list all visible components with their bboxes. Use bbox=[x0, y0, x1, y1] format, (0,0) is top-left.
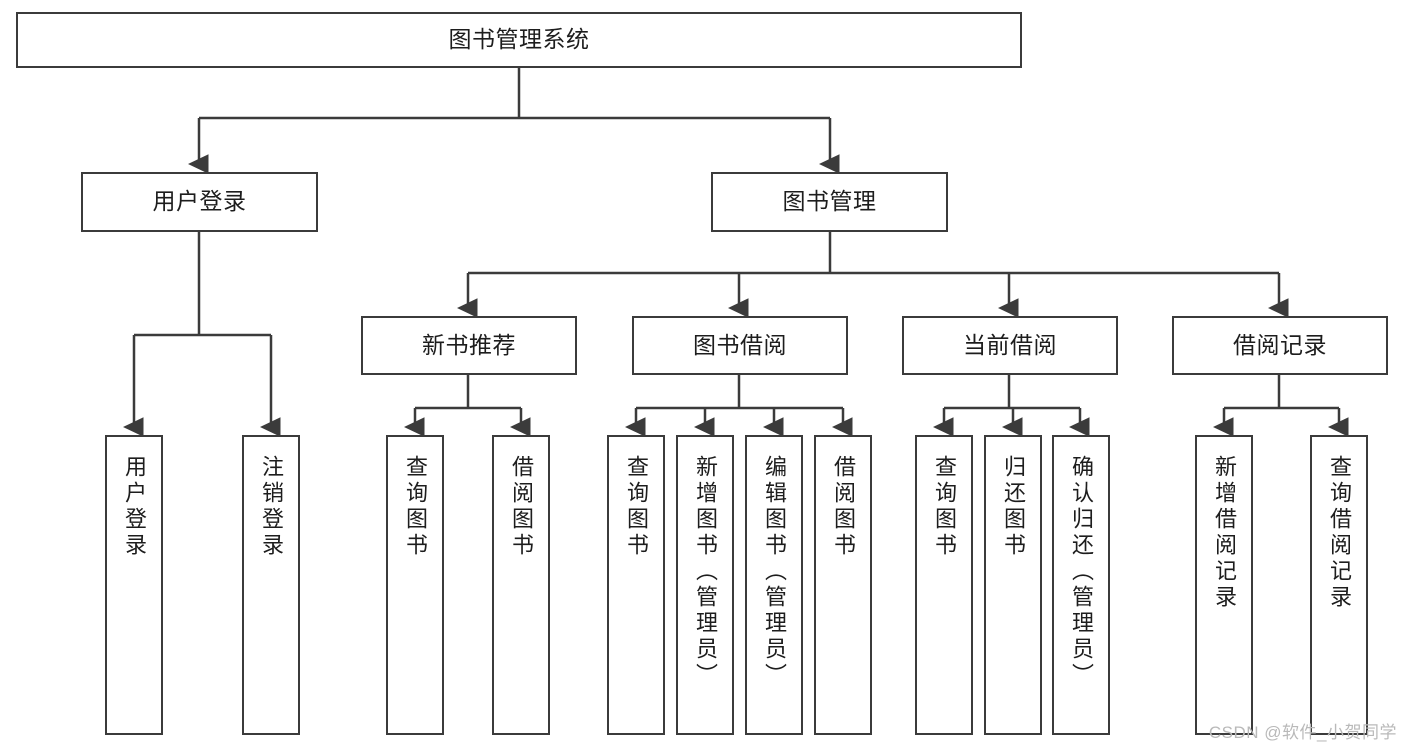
leaf-record-add[interactable]: 新增借阅记录 bbox=[1195, 435, 1253, 735]
leaf-current-return-book-label: 归还图书 bbox=[1001, 455, 1026, 559]
leaf-user-login-signout-label: 注销登录 bbox=[259, 455, 284, 559]
node-book-management-label: 图书管理 bbox=[782, 188, 877, 215]
leaf-user-login-signin-label: 用户登录 bbox=[122, 455, 147, 559]
leaf-borrow-query-book-label: 查询图书 bbox=[624, 455, 649, 559]
leaf-current-confirm-return-label: 确认归还（管理员） bbox=[1069, 455, 1094, 689]
leaf-record-add-label: 新增借阅记录 bbox=[1212, 455, 1237, 611]
node-book-management[interactable]: 图书管理 bbox=[711, 172, 948, 232]
leaf-new-book-query[interactable]: 查询图书 bbox=[386, 435, 444, 735]
leaf-new-book-query-label: 查询图书 bbox=[403, 455, 428, 559]
watermark: CSDN @软件_小贺同学 bbox=[1208, 723, 1397, 742]
leaf-borrow-add-book[interactable]: 新增图书（管理员） bbox=[676, 435, 734, 735]
node-current-borrow[interactable]: 当前借阅 bbox=[902, 316, 1118, 375]
leaf-borrow-borrow-book-label: 借阅图书 bbox=[831, 455, 856, 559]
node-borrow-record-label: 借阅记录 bbox=[1233, 331, 1327, 358]
node-root-label: 图书管理系统 bbox=[448, 26, 590, 53]
node-new-book-recommend-label: 新书推荐 bbox=[422, 331, 516, 358]
leaf-current-query-book-label: 查询图书 bbox=[932, 455, 957, 559]
leaf-borrow-borrow-book[interactable]: 借阅图书 bbox=[814, 435, 872, 735]
node-root[interactable]: 图书管理系统 bbox=[16, 12, 1022, 68]
leaf-record-query-label: 查询借阅记录 bbox=[1327, 455, 1352, 611]
leaf-user-login-signout[interactable]: 注销登录 bbox=[242, 435, 300, 735]
leaf-borrow-edit-book[interactable]: 编辑图书（管理员） bbox=[745, 435, 803, 735]
leaf-borrow-edit-book-label: 编辑图书（管理员） bbox=[762, 455, 787, 689]
leaf-new-book-borrow[interactable]: 借阅图书 bbox=[492, 435, 550, 735]
leaf-current-confirm-return[interactable]: 确认归还（管理员） bbox=[1052, 435, 1110, 735]
node-book-borrow[interactable]: 图书借阅 bbox=[632, 316, 848, 375]
leaf-new-book-borrow-label: 借阅图书 bbox=[509, 455, 534, 559]
leaf-borrow-add-book-label: 新增图书（管理员） bbox=[693, 455, 718, 689]
node-borrow-record[interactable]: 借阅记录 bbox=[1172, 316, 1388, 375]
node-user-login-label: 用户登录 bbox=[152, 188, 247, 215]
leaf-current-query-book[interactable]: 查询图书 bbox=[915, 435, 973, 735]
node-current-borrow-label: 当前借阅 bbox=[963, 331, 1057, 358]
leaf-record-query[interactable]: 查询借阅记录 bbox=[1310, 435, 1368, 735]
node-book-borrow-label: 图书借阅 bbox=[693, 331, 787, 358]
leaf-current-return-book[interactable]: 归还图书 bbox=[984, 435, 1042, 735]
leaf-user-login-signin[interactable]: 用户登录 bbox=[105, 435, 163, 735]
node-new-book-recommend[interactable]: 新书推荐 bbox=[361, 316, 577, 375]
leaf-borrow-query-book[interactable]: 查询图书 bbox=[607, 435, 665, 735]
node-user-login[interactable]: 用户登录 bbox=[81, 172, 318, 232]
